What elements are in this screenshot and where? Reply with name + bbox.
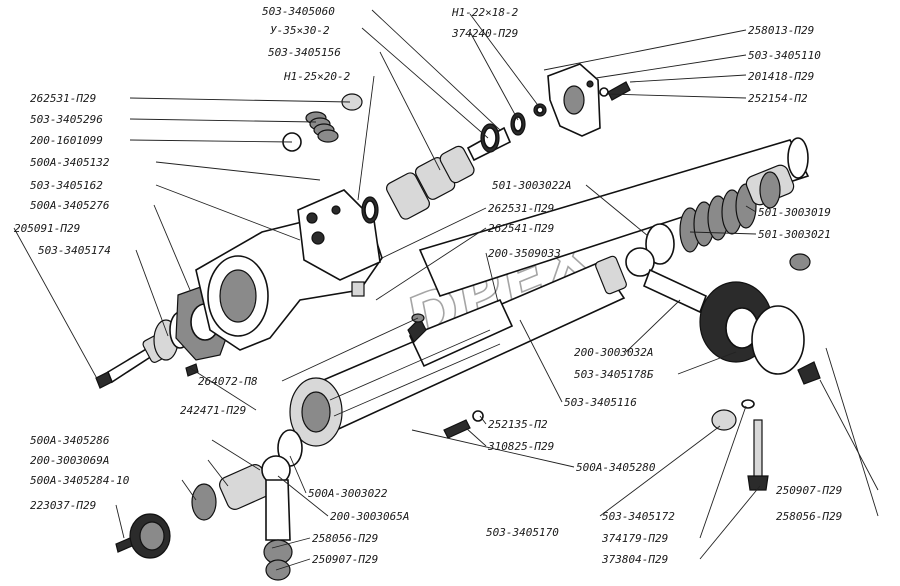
label-252154-p2: 252154-П2 — [748, 92, 808, 105]
label-262531-p29-b: 262531-П29 — [488, 202, 554, 215]
label-500a-3003022: 500А-3003022 — [308, 487, 388, 500]
leader-lines — [13, 9, 879, 571]
parts-drawing — [95, 63, 821, 581]
label-250907-p29-b: 250907-П29 — [312, 553, 378, 566]
label-503-3405170: 503-3405170 — [486, 526, 559, 539]
bushing-part — [711, 409, 737, 431]
label-500a-3405276: 500А-3405276 — [30, 199, 110, 212]
small-bolt — [607, 81, 631, 101]
label-258013-p29: 258013-П29 — [748, 24, 814, 37]
label-252135-p2: 252135-П2 — [488, 418, 548, 431]
spring-small — [305, 111, 339, 143]
label-503-3405296: 503-3405296 — [30, 113, 103, 126]
label-503-3405110: 503-3405110 — [748, 49, 821, 62]
label-262541-p29: 262541-П29 — [488, 222, 554, 235]
label-250907-p29-a: 250907-П29 — [776, 484, 842, 497]
part-labels: 503-3405060 Н1-22×18-2 У-35×30-2 374240-… — [14, 5, 842, 566]
label-373804-p29: 373804-П29 — [601, 553, 668, 566]
end-cap — [129, 513, 171, 559]
label-501-3003019: 501-3003019 — [758, 206, 831, 219]
ball-pin — [625, 247, 708, 314]
label-264072-p8: 264072-П8 — [198, 375, 258, 388]
label-500a-3405284-10: 500А-3405284-10 — [30, 474, 130, 487]
label-500a-3405280: 500А-3405280 — [576, 461, 656, 474]
label-201418-p29: 201418-П29 — [748, 70, 814, 83]
label-258056-p29-a: 258056-П29 — [776, 510, 842, 523]
cap-part — [789, 253, 811, 271]
label-200-3003065a: 200-3003065А — [330, 510, 409, 523]
label-503-3405156: 503-3405156 — [268, 46, 341, 59]
label-200-1601099: 200-1601099 — [30, 134, 103, 147]
label-310825-p29: 310825-П29 — [487, 440, 554, 453]
label-200-3003032a: 200-3003032А — [574, 346, 653, 359]
label-242471-p29: 242471-П29 — [180, 404, 246, 417]
label-374240-p29: 374240-П29 — [451, 27, 518, 40]
valve-housing — [195, 189, 383, 351]
ball-socket — [191, 429, 303, 581]
label-500a-3405286: 500А-3405286 — [30, 434, 110, 447]
label-503-3405116: 503-3405116 — [564, 396, 637, 409]
label-258056-p29-b: 258056-П29 — [312, 532, 378, 545]
label-u-35x30-2: У-35×30-2 — [270, 24, 330, 37]
spring-piston — [745, 164, 795, 209]
label-503-3405174: 503-3405174 — [38, 244, 111, 257]
label-503-3405178b: 503-3405178Б — [574, 368, 654, 381]
clamp-ring — [751, 305, 805, 375]
label-n1-25x20-2: Н1-25×20-2 — [283, 70, 351, 83]
label-262531-p29-a: 262531-П29 — [30, 92, 96, 105]
label-205091-p29: 205091-П29 — [14, 222, 80, 235]
label-200-3003069a: 200-3003069А — [30, 454, 109, 467]
long-bolt — [753, 419, 763, 481]
cover-flange — [547, 63, 601, 137]
label-200-3509033: 200-3509033 — [488, 247, 561, 260]
label-500a-3405132: 500А-3405132 — [30, 156, 110, 169]
label-374179-p29: 374179-П29 — [601, 532, 668, 545]
label-503-3405060: 503-3405060 — [262, 5, 335, 18]
label-503-3405172: 503-3405172 — [602, 510, 675, 523]
lower-cylinder — [289, 255, 627, 447]
label-503-3405162: 503-3405162 — [30, 179, 103, 192]
label-n1-22x18-2: Н1-22×18-2 — [451, 6, 519, 19]
cylinder-tube — [418, 137, 810, 297]
label-501-3003021: 501-3003021 — [758, 228, 831, 241]
label-501-3003022a: 501-3003022А — [492, 179, 571, 192]
label-223037-p29: 223037-П29 — [30, 499, 96, 512]
